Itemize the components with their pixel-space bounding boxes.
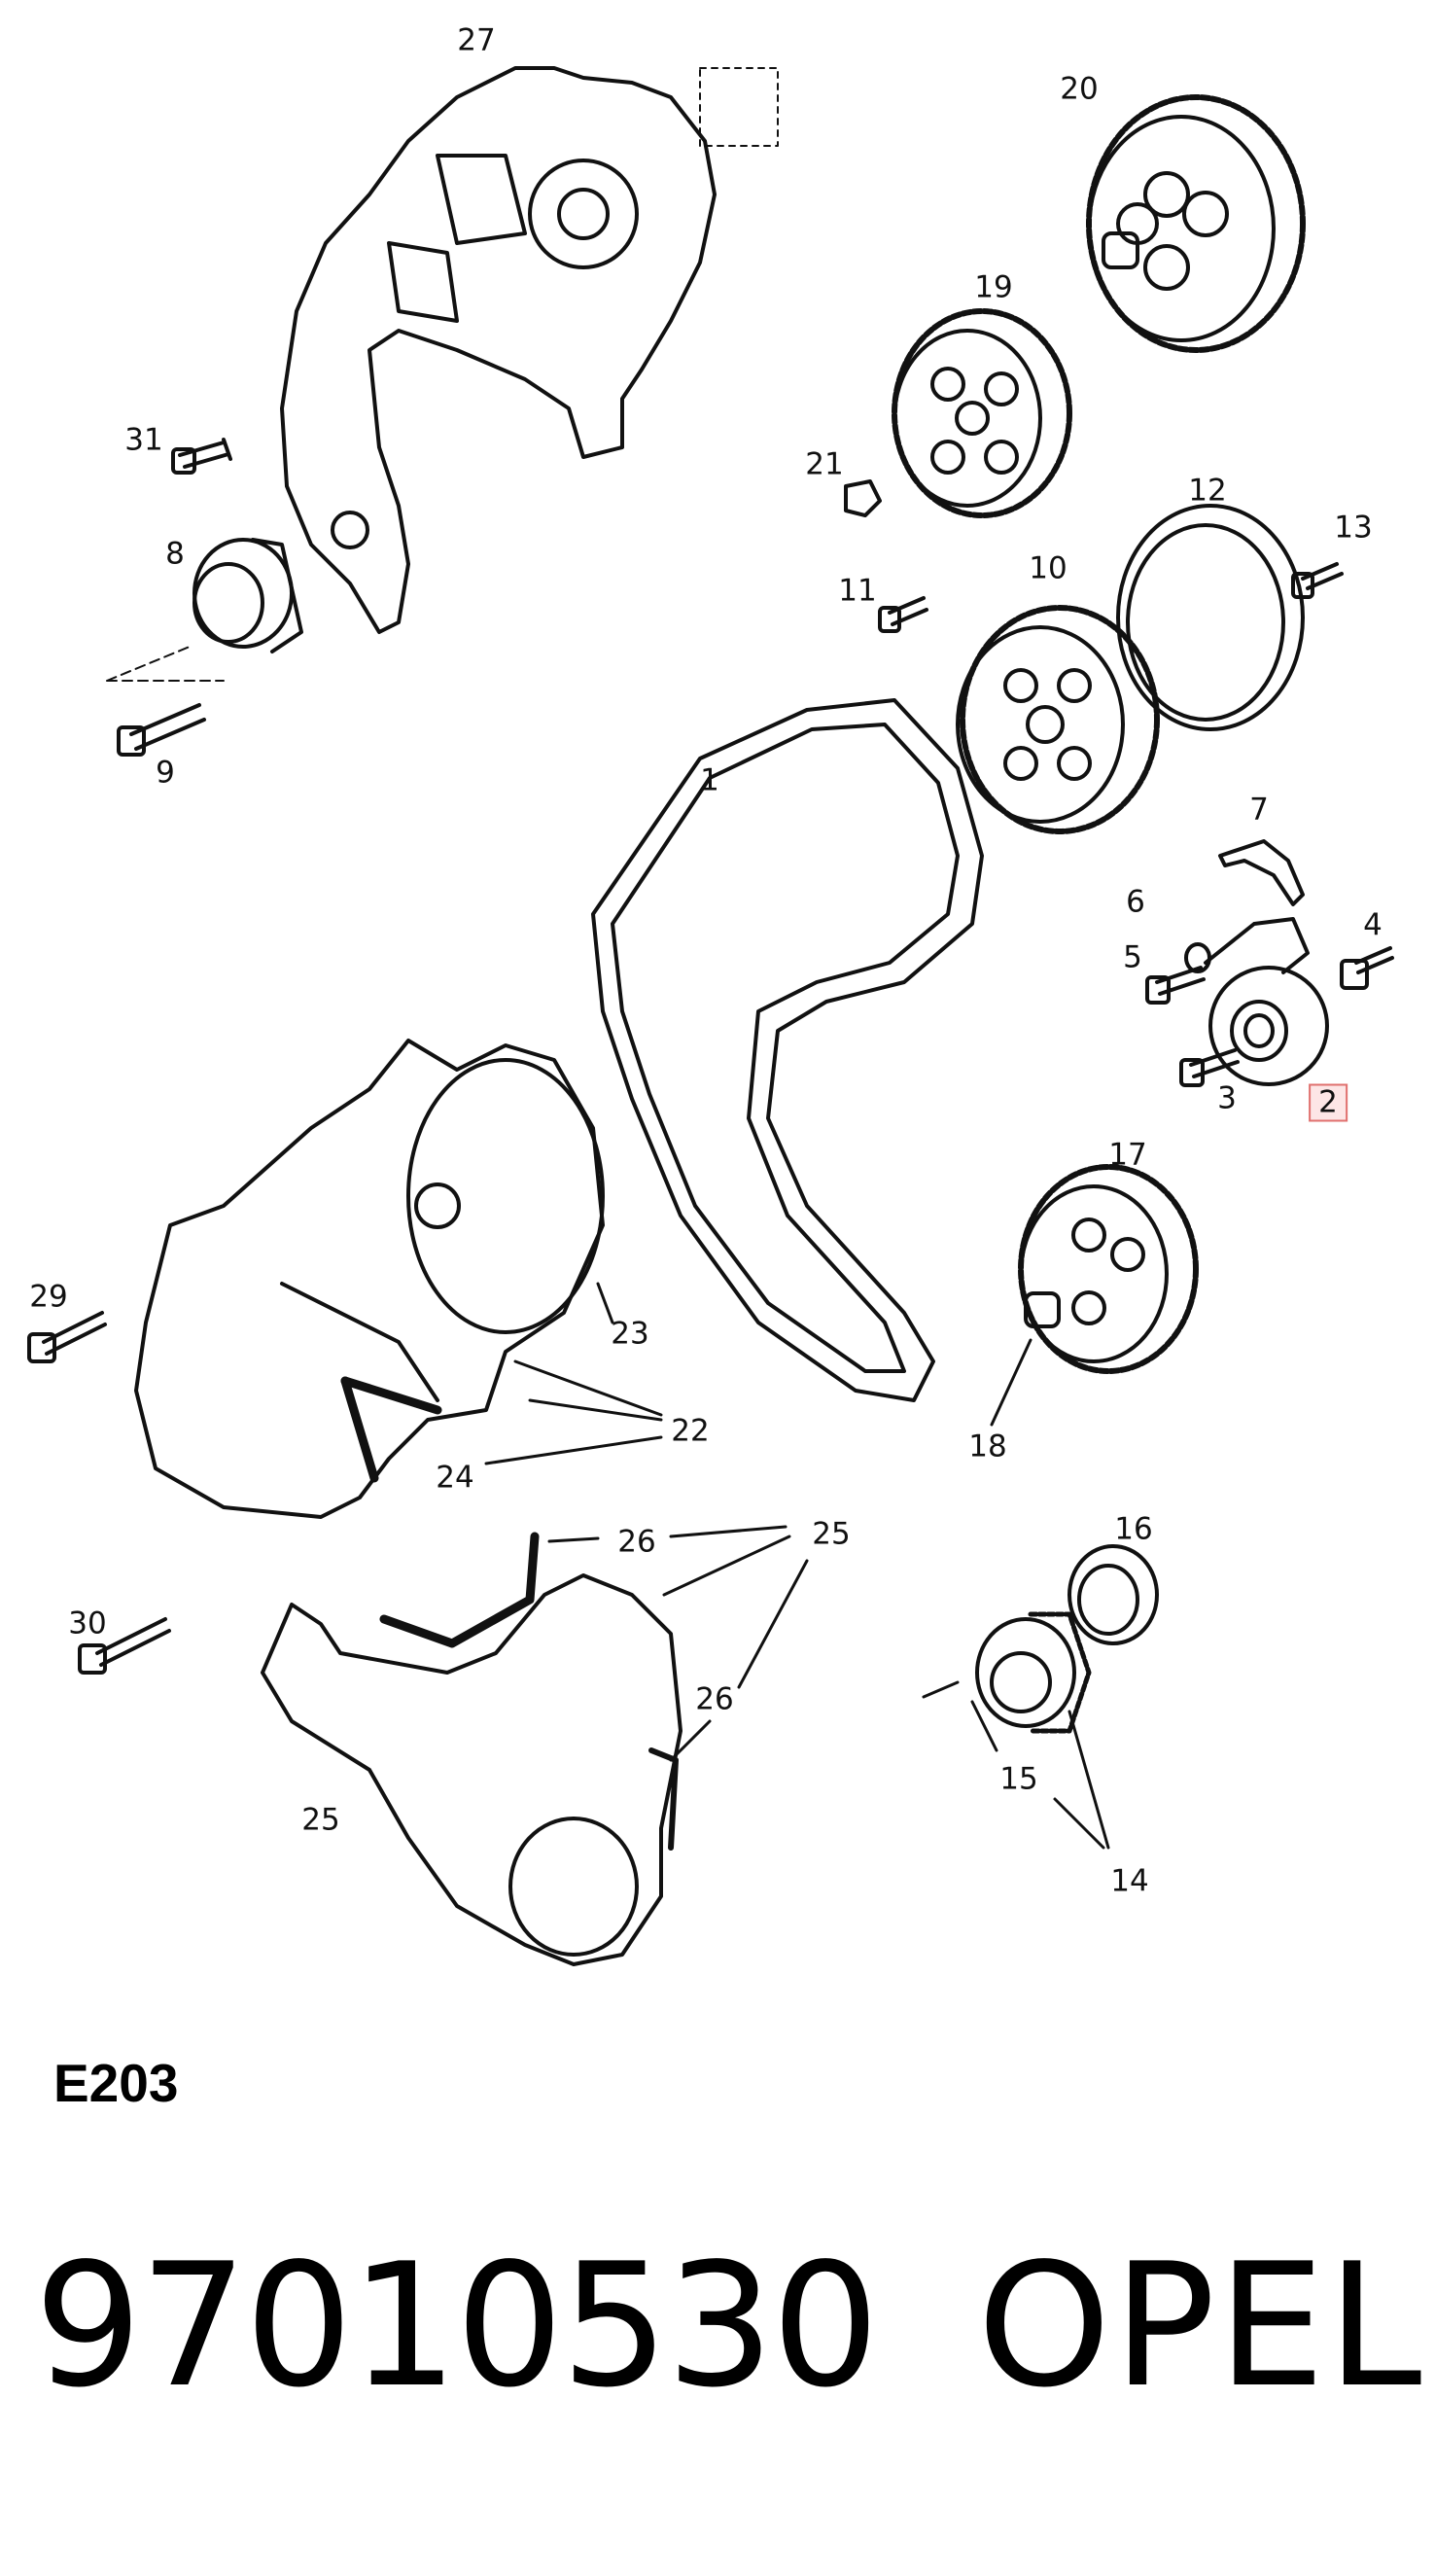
part-25-rear-cover (261, 1573, 682, 1966)
label-part-30: 30 (68, 1606, 107, 1641)
label-part-28: 27 (457, 22, 496, 58)
part-22-lower-cover (134, 1039, 605, 1519)
label-part-10: 10 (1029, 550, 1068, 586)
label-part-17: 17 (1108, 1137, 1147, 1173)
part-16-seal (1068, 1544, 1159, 1645)
part-7-bracket (1218, 839, 1305, 906)
part-29-bolt (27, 1311, 107, 1363)
diagram-code: E203 (53, 2053, 179, 2113)
label-part-18: 18 (968, 1429, 1007, 1464)
label-part-7: 7 (1249, 792, 1269, 828)
label-part-22: 22 (671, 1413, 710, 1449)
part-5-bolt (1145, 966, 1206, 1005)
label-part-9: 9 (156, 755, 175, 791)
label-part-3: 3 (1217, 1080, 1237, 1116)
part-4-stud (1340, 946, 1394, 990)
part-9-bolt (117, 703, 206, 757)
label-part-25-left: 25 (301, 1802, 340, 1838)
part-2-tensioner (1204, 917, 1329, 1086)
label-part-24: 24 (436, 1460, 474, 1496)
label-part-14: 14 (1110, 1863, 1149, 1899)
label-part-1: 1 (700, 762, 719, 798)
label-part-21: 21 (805, 446, 844, 482)
part-21-nut (844, 479, 882, 517)
leader-lines (484, 1282, 1110, 1850)
label-part-16: 16 (1114, 1511, 1153, 1547)
part-19-sprocket (892, 308, 1072, 518)
part-11-bolt (878, 596, 928, 633)
part-28-upper-cover (280, 66, 779, 634)
part-30-bolt (78, 1617, 171, 1675)
brand-name: OPEL (977, 2228, 1424, 2425)
label-part-23: 23 (611, 1316, 649, 1352)
part-31-bolt (171, 438, 232, 475)
label-part-25-right: 25 (812, 1516, 851, 1552)
label-part-27: 26 (617, 1524, 656, 1560)
label-part-4: 4 (1363, 907, 1382, 943)
part-1-timing-belt (591, 698, 984, 1402)
part-13-bolt (1291, 562, 1344, 599)
label-part-6: 6 (1126, 884, 1145, 920)
part-number: 97010530 (34, 2228, 880, 2425)
label-part-11: 11 (838, 573, 877, 609)
part-17-sprocket (1018, 1164, 1199, 1374)
part-10-sprocket (956, 605, 1160, 834)
part-27-gasket (379, 1532, 540, 1648)
label-part-13: 13 (1334, 510, 1373, 546)
label-part-2[interactable]: 2 (1309, 1083, 1348, 1122)
label-part-15: 15 (999, 1761, 1038, 1797)
label-part-5: 5 (1123, 939, 1142, 975)
exploded-parts-diagram (27, 66, 1394, 1966)
part-3-bolt (1179, 1048, 1240, 1087)
label-part-19: 19 (974, 269, 1013, 305)
label-part-26: 26 (695, 1681, 734, 1717)
part-20-sprocket (1086, 94, 1306, 353)
label-part-31: 31 (124, 422, 163, 458)
part-8-idler-pulley (106, 538, 303, 682)
part-14-crank-sprocket (922, 1611, 1092, 1734)
part-12-plate (1116, 504, 1305, 731)
label-part-29: 29 (29, 1279, 68, 1315)
label-part-8: 8 (165, 536, 185, 572)
label-part-12: 12 (1188, 473, 1227, 509)
label-part-20: 20 (1060, 71, 1099, 107)
